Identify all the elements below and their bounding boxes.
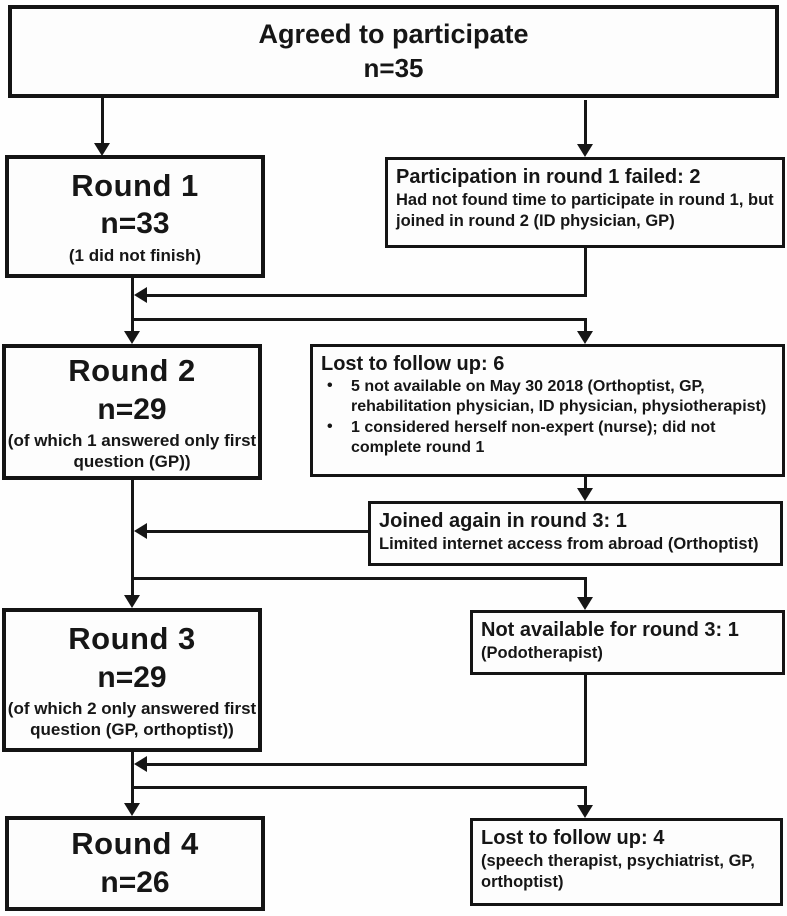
round1-n-value: n=33 bbox=[100, 207, 170, 241]
connector-agreed-to-round1-line bbox=[101, 98, 104, 144]
lost6-bullet-1-text: 5 not available on May 30 2018 (Orthopti… bbox=[351, 378, 767, 416]
notavail3-body: (Podotherapist) bbox=[481, 644, 603, 662]
lost6-bullet-2: • 1 considered herself non-expert (nurse… bbox=[321, 418, 774, 459]
connector-failed1-merge-line bbox=[146, 294, 587, 297]
arrowhead-down-icon bbox=[124, 595, 140, 608]
round4-title: Round 4 bbox=[71, 826, 199, 862]
notavail3-heading-text: Not available for round 3: bbox=[481, 619, 723, 641]
lost4-count: 4 bbox=[653, 827, 665, 849]
round1-failed-count: 2 bbox=[689, 166, 701, 188]
joined3-heading: Joined again in round 3: 1 bbox=[379, 509, 772, 534]
lost4-heading: Lost to follow up: 4 bbox=[481, 826, 772, 851]
round2-box: Round 2 n=29 (of which 1 answered only f… bbox=[2, 344, 262, 480]
connector-failed1-down-line bbox=[584, 247, 587, 297]
round1-failed-heading-text: Participation in round 1 failed: bbox=[396, 166, 684, 188]
joined3-heading-text: Joined again in round 3: bbox=[379, 510, 611, 532]
arrowhead-left-icon bbox=[134, 756, 147, 772]
bullet-icon: • bbox=[327, 417, 333, 435]
joined3-count: 1 bbox=[615, 510, 627, 532]
connector-split-to-lost6-vline bbox=[584, 318, 587, 332]
connector-split-to-lost6-hline bbox=[131, 318, 587, 321]
not-available-round3-box: Not available for round 3: 1 (Podotherap… bbox=[470, 610, 785, 675]
round2-title: Round 2 bbox=[68, 352, 196, 388]
arrowhead-down-icon bbox=[94, 143, 110, 156]
round3-note: (of which 2 only answered first question… bbox=[7, 699, 257, 739]
connector-split-to-notavail3-hline bbox=[131, 577, 587, 580]
connector-split-to-notavail3-vline bbox=[584, 577, 587, 598]
lost6-heading: Lost to follow up: 6 bbox=[321, 352, 774, 377]
connector-split-to-lost4-vline bbox=[584, 786, 587, 806]
round1-note: (1 did not finish) bbox=[68, 245, 202, 265]
lost6-bullet-2-text: 1 considered herself non-expert (nurse);… bbox=[351, 418, 716, 457]
arrowhead-down-icon bbox=[577, 144, 593, 157]
round2-n-value: n=29 bbox=[97, 392, 167, 426]
arrowhead-down-icon bbox=[124, 803, 140, 816]
lost6-bullet-1: • 5 not available on May 30 2018 (Orthop… bbox=[321, 377, 774, 418]
round1-failed-body: Had not found time to participate in rou… bbox=[396, 191, 774, 231]
round1-failed-heading: Participation in round 1 failed: 2 bbox=[396, 165, 774, 190]
lost-to-followup-4-box: Lost to follow up: 4 (speech therapist, … bbox=[470, 818, 783, 906]
round2-note: (of which 1 answered only first question… bbox=[7, 431, 257, 471]
connector-lost6-to-joined3-line bbox=[584, 477, 587, 489]
round4-box: Round 4 n=26 bbox=[5, 816, 265, 911]
connector-notavail3-down-line bbox=[584, 675, 587, 766]
arrowhead-down-icon bbox=[577, 331, 593, 344]
connector-notavail3-merge-line bbox=[146, 763, 587, 766]
connector-round2-to-round3-line bbox=[131, 480, 134, 596]
agreed-to-participate-box: Agreed to participate n=35 bbox=[8, 5, 779, 98]
lost6-count: 6 bbox=[493, 353, 505, 375]
joined-again-round3-box: Joined again in round 3: 1 Limited inter… bbox=[368, 501, 783, 566]
notavail3-count: 1 bbox=[727, 619, 739, 641]
arrowhead-left-icon bbox=[134, 287, 147, 303]
agreed-n-value: n=35 bbox=[363, 53, 424, 84]
arrowhead-down-icon bbox=[577, 805, 593, 818]
connector-round3-to-round4-line bbox=[131, 752, 134, 804]
lost-to-followup-6-box: Lost to follow up: 6 • 5 not available o… bbox=[310, 344, 785, 477]
round1-box: Round 1 n=33 (1 did not finish) bbox=[5, 155, 265, 278]
lost6-heading-text: Lost to follow up: bbox=[321, 353, 488, 375]
connector-round1-to-round2-line bbox=[131, 278, 134, 332]
arrowhead-down-icon bbox=[124, 331, 140, 344]
notavail3-heading: Not available for round 3: 1 bbox=[481, 618, 774, 643]
bullet-icon: • bbox=[327, 377, 333, 394]
connector-joined3-merge-line bbox=[146, 530, 368, 533]
lost4-body: (speech therapist, psychiatrist, GP, ort… bbox=[481, 852, 755, 892]
round3-n-value: n=29 bbox=[97, 660, 167, 694]
round4-n-value: n=26 bbox=[100, 866, 170, 900]
round1-title: Round 1 bbox=[71, 167, 199, 203]
arrowhead-down-icon bbox=[577, 488, 593, 501]
arrowhead-down-icon bbox=[577, 597, 593, 610]
connector-split-to-lost4-hline bbox=[131, 786, 587, 789]
round3-box: Round 3 n=29 (of which 2 only answered f… bbox=[2, 608, 262, 752]
lost4-heading-text: Lost to follow up: bbox=[481, 827, 648, 849]
round3-title: Round 3 bbox=[68, 620, 196, 656]
connector-agreed-to-failed1-line bbox=[584, 100, 587, 144]
round1-failed-box: Participation in round 1 failed: 2 Had n… bbox=[385, 157, 785, 248]
joined3-body: Limited internet access from abroad (Ort… bbox=[379, 535, 759, 553]
agreed-title: Agreed to participate bbox=[258, 19, 529, 50]
arrowhead-left-icon bbox=[134, 523, 147, 539]
